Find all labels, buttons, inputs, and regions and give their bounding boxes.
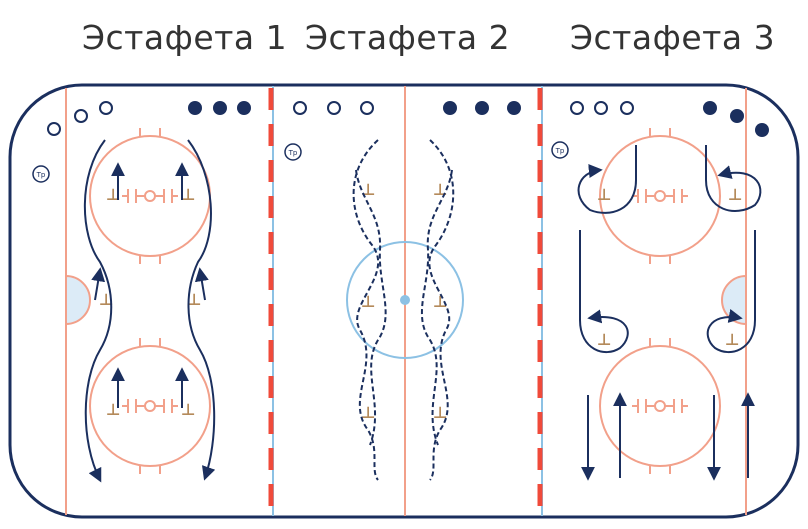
skating-path	[579, 230, 629, 353]
skating-path	[194, 267, 209, 301]
coach-marker: Тр	[284, 143, 302, 161]
cone: ⊥	[106, 400, 121, 419]
faceoff-dot-symbol	[122, 189, 178, 203]
player-dark	[213, 101, 227, 115]
center-circle	[346, 241, 464, 359]
cone: ⊥	[725, 330, 740, 349]
rink-boards	[8, 83, 800, 519]
relay-1-title: Эстафета 1	[82, 18, 288, 57]
skating-path	[577, 145, 637, 214]
cone: ⊥	[433, 180, 448, 199]
faceoff-circle	[599, 135, 721, 257]
player-white	[360, 101, 374, 115]
relay-3-title: Эстафета 3	[570, 18, 776, 57]
player-dark	[703, 101, 717, 115]
player-white	[570, 101, 584, 115]
skating-path	[187, 139, 216, 481]
skating-path	[706, 230, 756, 353]
faceoff-circle	[89, 345, 211, 467]
cone: ⊥	[361, 403, 376, 422]
faceoff-dot-symbol	[632, 399, 688, 413]
coach-marker: Тр	[32, 165, 50, 183]
faceoff-circle	[599, 345, 721, 467]
coach-marker: Тр	[551, 141, 569, 159]
player-dark	[755, 123, 769, 137]
cone: ⊥	[361, 180, 376, 199]
player-white	[47, 122, 61, 136]
cone: ⊥	[106, 185, 121, 204]
cone: ⊥	[597, 330, 612, 349]
cone: ⊥	[728, 185, 743, 204]
cone: ⊥	[433, 292, 448, 311]
player-white	[327, 101, 341, 115]
player-white	[594, 101, 608, 115]
svg-text:Тр: Тр	[555, 147, 565, 155]
weave-path	[428, 139, 455, 481]
cone: ⊥	[181, 400, 196, 419]
player-dark	[237, 101, 251, 115]
skating-path	[705, 145, 762, 212]
player-white	[293, 101, 307, 115]
crease-left	[65, 274, 91, 326]
weave-path	[352, 139, 380, 481]
player-white	[620, 101, 634, 115]
svg-text:Тр: Тр	[36, 171, 46, 179]
cone: ⊥	[181, 185, 196, 204]
faceoff-dot-symbol	[122, 399, 178, 413]
player-dark	[443, 101, 457, 115]
weave-path	[355, 169, 387, 446]
relay-2-title: Эстафета 2	[305, 18, 511, 57]
cone: ⊥	[433, 403, 448, 422]
cone: ⊥	[187, 290, 202, 309]
cone: ⊥	[597, 185, 612, 204]
player-white	[74, 109, 88, 123]
skating-path	[91, 267, 106, 301]
player-dark	[730, 109, 744, 123]
center-dot	[400, 295, 410, 305]
player-dark	[507, 101, 521, 115]
svg-text:Тр: Тр	[288, 149, 298, 157]
player-white	[99, 101, 113, 115]
player-dark	[188, 101, 202, 115]
faceoff-dot-symbol	[632, 189, 688, 203]
skating-path	[83, 139, 113, 483]
player-dark	[475, 101, 489, 115]
